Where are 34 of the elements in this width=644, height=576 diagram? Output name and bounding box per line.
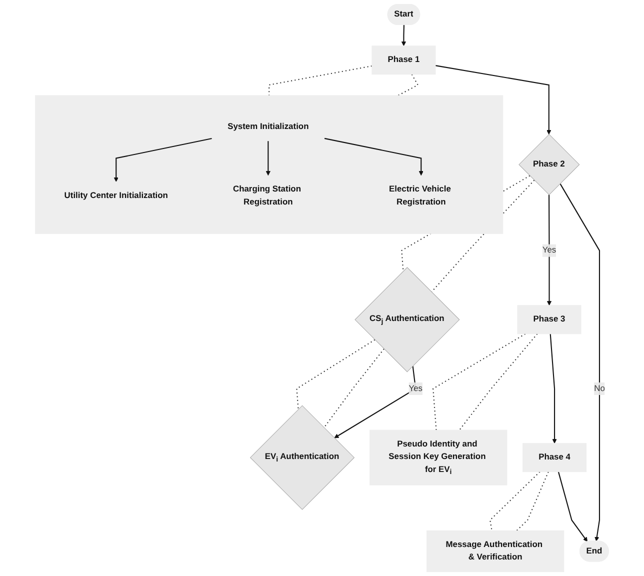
connector [398,74,419,96]
arrow [550,334,557,444]
connector [324,348,384,428]
node-text: System Initialization [228,122,309,132]
node-box: Phase 4 [522,443,587,472]
arrow [546,194,552,306]
connector [296,339,376,410]
edge-label: Yes [542,246,556,255]
arrow [558,472,588,542]
arrow [435,65,552,135]
node-diamond: Phase 2 [518,134,580,196]
connector [516,472,549,532]
node-box: Pseudo Identity and Session Key Generation for EV$_{i}$ [370,430,508,486]
connector [489,471,540,531]
arrow [401,25,406,46]
arrow [266,141,270,176]
arrow [114,138,212,182]
node-diamond: EV$_{i}$ Authentication [250,405,355,510]
node-box: Phase 1 [372,46,436,75]
connector [432,333,526,430]
node-box: Phase 3 [517,305,582,334]
node-text: Utility Center Initialization [64,191,168,200]
connector [459,334,538,430]
arrow [324,138,424,176]
arrow [334,366,416,438]
node-diamond: CS$_{j}$ Authentication [354,267,460,372]
node-text: Electric Vehicle Registration [388,184,451,207]
connector [431,180,535,292]
edge-label: No [594,384,605,393]
cluster [35,95,504,234]
node-box: Message Authentication & Verification [426,530,564,572]
node-text: Charging Station Registration [232,184,301,207]
arrow [560,183,600,542]
edge-label: Yes [408,384,423,393]
